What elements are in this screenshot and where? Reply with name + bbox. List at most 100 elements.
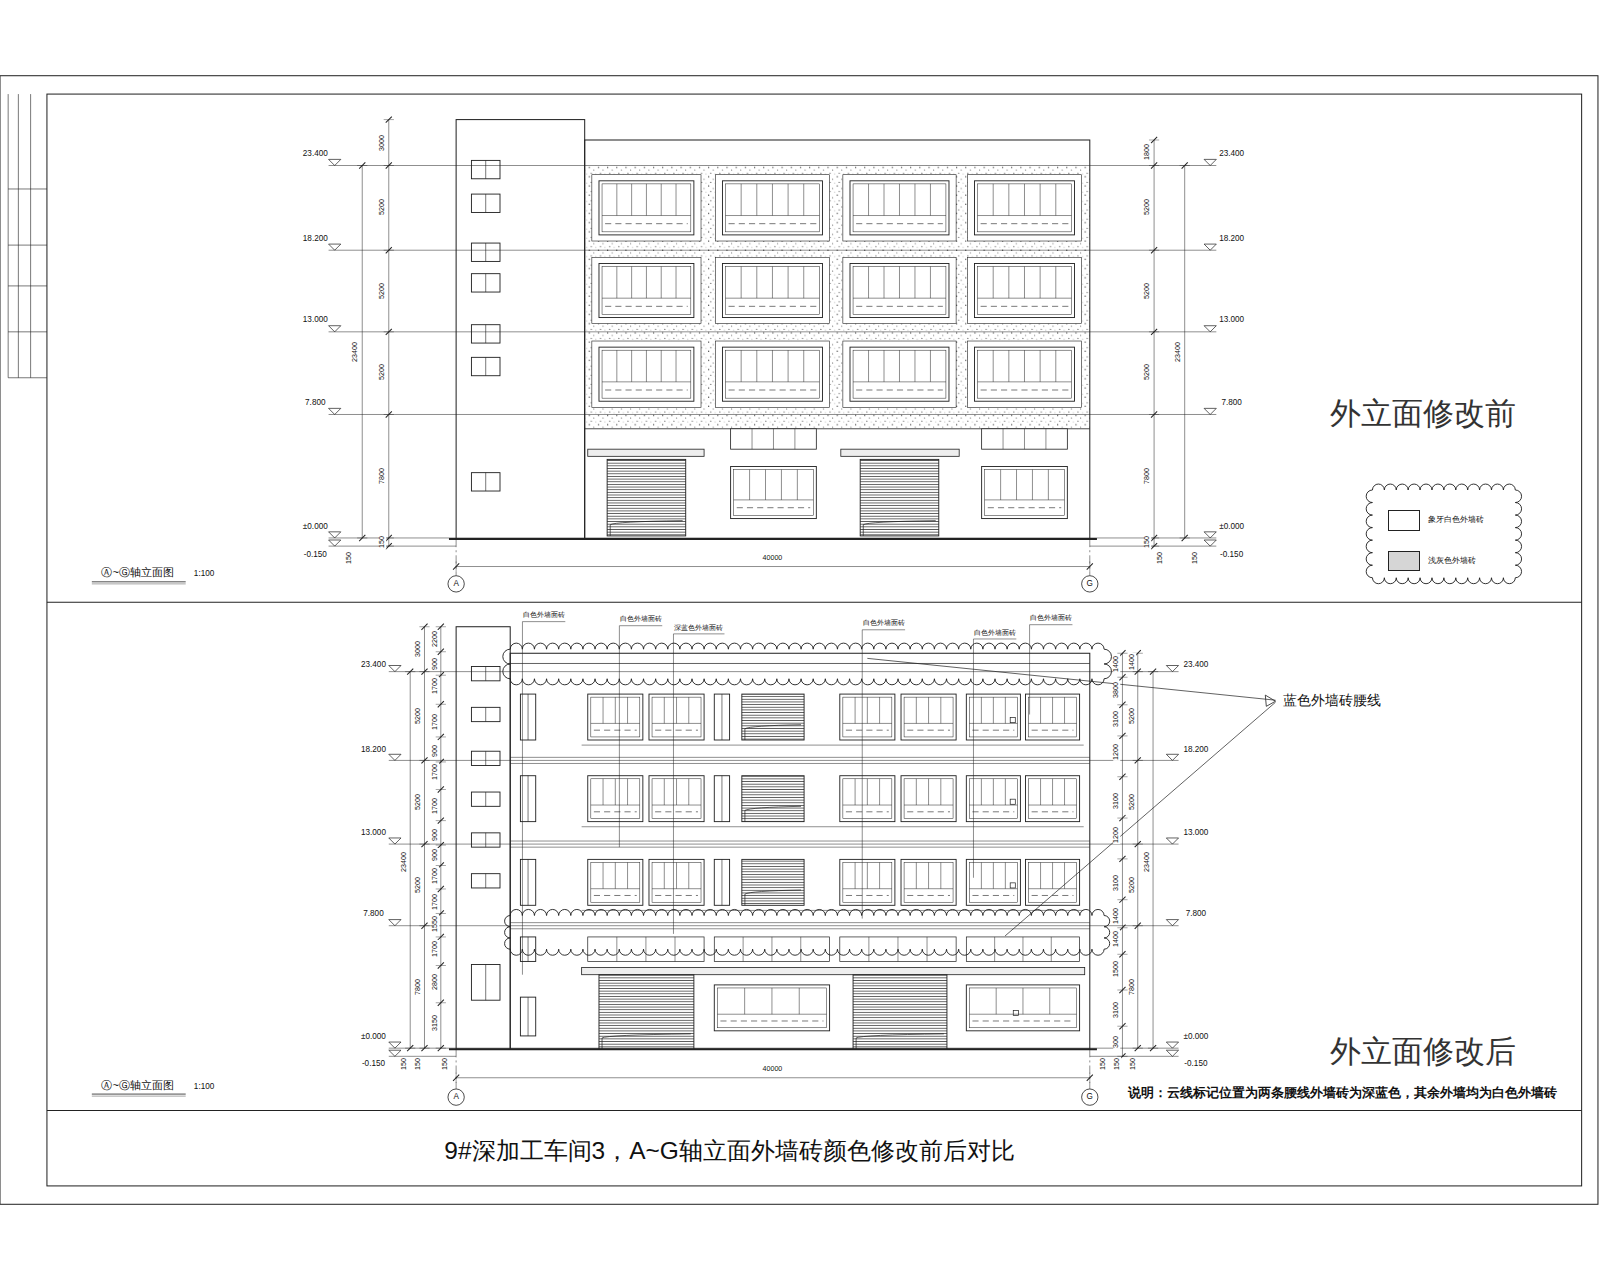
window [471,874,500,888]
dimension-text: 1400 [1114,907,1121,925]
ground-line [449,1048,1097,1050]
elevation-mark: 7.800 [304,399,326,408]
elevation-symbol [1204,244,1216,250]
drawing-line [985,499,1065,500]
window [599,263,694,317]
drawing-line [615,779,616,805]
drawing-line [30,94,31,378]
dimension-tick [1135,757,1141,763]
drawing-line [485,833,486,847]
dimension-text: 2800 [432,973,439,991]
dimension-tick [1119,674,1125,680]
drawing-line [743,937,744,961]
dimension-text: 1700 [432,677,439,695]
drawing-line [981,697,982,723]
drawing-line [916,697,917,723]
elevation-mark: 7.800 [1185,910,1207,919]
drawing-line [1022,988,1023,1014]
window [982,467,1068,519]
drawing-line [1003,429,1004,449]
axis-label: G [1086,1093,1094,1102]
window [591,779,640,819]
window [966,694,1020,740]
drawing-line [485,194,486,212]
window [904,697,953,737]
axis-line [1089,1049,1090,1089]
window [1029,779,1077,819]
dimension-text: 3000 [379,134,386,152]
drawing-line [752,429,753,449]
drawing-line [856,390,943,391]
dimension-text: 150 [1144,535,1151,549]
sheet-border [47,94,1582,1186]
drawing-line [1032,811,1074,812]
drawing-line [1045,429,1046,449]
dimension-tick [438,649,444,655]
marker [1010,718,1015,723]
leader-line [1029,625,1030,715]
roller-shutter [599,975,694,1049]
canopy [582,968,1085,975]
drawing-line [92,1094,186,1095]
window [901,859,956,905]
drawing-line [631,350,632,382]
drawing-line [993,350,994,382]
dimension-tick [1182,162,1188,168]
elevation-symbol [389,838,401,844]
window [969,779,1017,819]
drawing-line [646,267,647,299]
dimension-tick [1151,329,1157,335]
leader-line [619,625,662,626]
drawing-line [916,862,917,888]
drawing-line [856,223,943,224]
elevation-symbol [1204,532,1216,538]
dimension-line [456,1077,1090,1078]
dimension-tick [1119,1023,1125,1029]
window [840,694,895,740]
dimension-tick [421,669,427,675]
drawing-line [1032,730,1074,731]
window [969,862,1017,902]
dimension-text: 40000 [762,555,784,562]
dimension-tick [386,117,392,123]
window [588,694,643,740]
dimension-tick [1151,247,1157,253]
window [974,181,1074,235]
drawing-line [756,350,757,382]
elevation-symbol [329,408,341,414]
drawing-line [773,429,774,449]
drawing-line [981,390,1069,391]
dimension-text: 150 [1130,1057,1137,1071]
drawing-line [655,895,698,896]
window [840,776,895,822]
drawing-line [855,779,856,805]
axis-line [456,1049,457,1089]
elevation-mark: 13.000 [1182,828,1209,837]
dimension-text: 300 [1114,1035,1121,1049]
drawing-line [788,184,789,216]
window [599,347,694,401]
dimension-text: 7800 [379,467,386,485]
dimension-text: 150 [442,1057,449,1071]
drawing-line [329,546,457,547]
window [588,776,643,822]
drawing-line [879,862,880,888]
dimension-text: 3100 [1114,874,1121,892]
dimension-text: 5200 [1129,707,1136,725]
drawing-line [645,937,646,961]
drawing-line [867,779,868,805]
axis-label: A [452,579,459,588]
drawing-line [1048,470,1049,500]
drawing-line [627,862,628,888]
drawing-line [1040,779,1041,805]
drawing-line [655,730,698,731]
dimension-text: 150 [416,1057,423,1071]
axis-bubble [448,1089,464,1105]
drawing-line [940,862,941,888]
drawing-line [92,1096,186,1097]
axis-bubble [448,576,464,592]
window [471,667,500,681]
drawing-title: Ⓐ~Ⓖ轴立面图 [100,568,175,580]
drawing-line [510,847,1090,848]
grey-tile-area [585,166,1090,429]
